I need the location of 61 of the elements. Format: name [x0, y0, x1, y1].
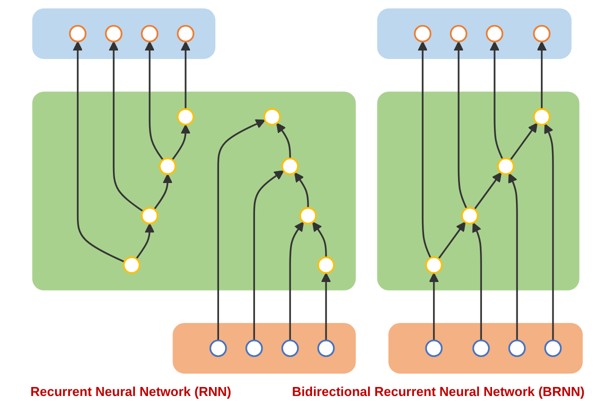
arrow	[438, 222, 466, 260]
cluster	[32, 8, 216, 59]
node-circle	[461, 207, 479, 224]
cluster	[388, 323, 583, 374]
node-circle	[140, 207, 158, 224]
node-circle	[245, 340, 263, 357]
node-circle	[533, 25, 550, 42]
node-circle	[317, 340, 335, 357]
arrow	[276, 122, 291, 158]
arrow	[474, 172, 502, 210]
node-circle	[533, 108, 550, 126]
arrow	[253, 170, 284, 340]
arrow	[454, 41, 468, 209]
node-circle	[544, 340, 562, 357]
arrow	[490, 41, 504, 160]
diagram-caption: Bidirectional Recurrent Neural Network (BRNN)	[292, 384, 585, 399]
node-circle	[414, 25, 432, 42]
arrow	[217, 119, 266, 340]
node-circle	[425, 256, 443, 274]
node-circle	[450, 25, 468, 42]
node-circle	[425, 340, 443, 357]
node-circle	[281, 158, 299, 175]
arrow	[536, 41, 547, 109]
arrow	[428, 272, 439, 340]
node-circle	[486, 25, 504, 42]
arrow	[321, 272, 331, 340]
node-circle	[497, 158, 515, 175]
node-circle	[281, 340, 299, 357]
diagram-caption: Recurrent Neural Network (RNN)	[30, 384, 232, 399]
node-circle	[317, 256, 335, 274]
node-circle	[472, 340, 490, 357]
arrow	[294, 172, 309, 208]
arrow	[172, 124, 191, 160]
arrow	[472, 222, 482, 340]
cluster	[32, 92, 356, 290]
arrow	[72, 41, 125, 263]
arrow	[418, 41, 432, 258]
arrow	[312, 222, 327, 258]
arrow	[144, 41, 164, 160]
node-circle	[158, 158, 176, 175]
arrow	[544, 124, 554, 340]
arrow	[136, 223, 155, 260]
node-circle	[176, 25, 194, 42]
node-circle	[176, 108, 194, 126]
node-circle	[104, 25, 122, 42]
arrow	[508, 173, 518, 340]
cluster	[377, 92, 580, 290]
arrow	[154, 174, 173, 210]
node-circle	[508, 340, 526, 357]
cluster	[377, 8, 572, 59]
arrow	[108, 41, 144, 212]
node-circle	[69, 25, 86, 42]
arrow	[510, 122, 538, 160]
node-circle	[122, 256, 140, 274]
node-circle	[209, 340, 227, 357]
node-circle	[299, 207, 317, 224]
arrow	[180, 41, 191, 109]
node-circle	[263, 108, 281, 126]
node-circle	[140, 25, 158, 42]
arrow	[289, 222, 304, 340]
cluster	[172, 323, 356, 374]
